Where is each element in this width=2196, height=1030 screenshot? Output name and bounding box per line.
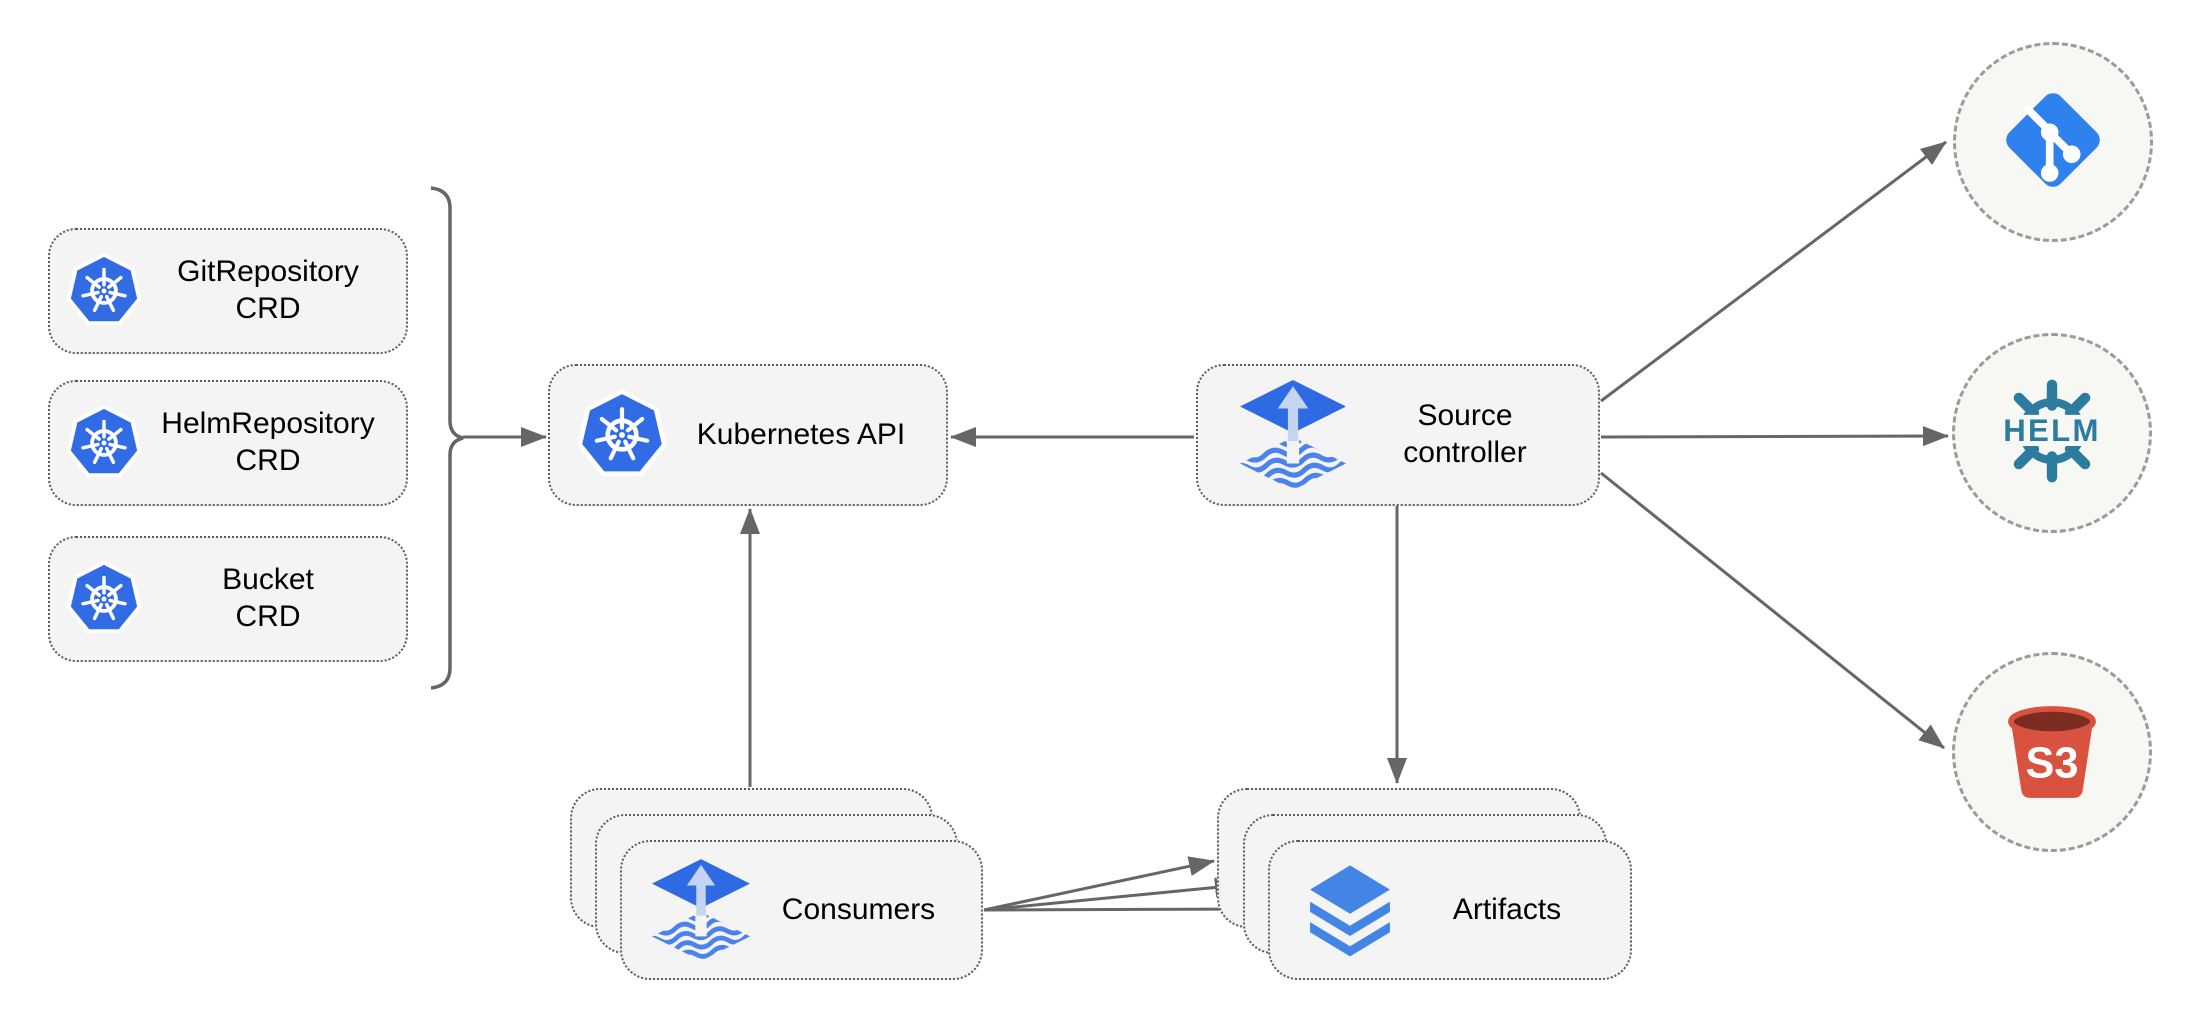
kubernetes-api-label: Kubernetes API (696, 417, 906, 451)
kubernetes-api-box: Kubernetes API (548, 364, 948, 506)
s3-wordmark: S3 (2026, 739, 2079, 787)
kubernetes-icon (64, 559, 144, 639)
arrow-source-to-git (1600, 140, 1947, 403)
gitrepository-crd-box: GitRepository CRD (48, 228, 408, 354)
arrow-source-to-s3 (1600, 471, 1945, 750)
arrow-consumers-to-artifacts-1 (983, 856, 1215, 912)
crd-group-brace (430, 186, 464, 690)
crd-label: Bucket CRD (222, 563, 314, 633)
crd-label: GitRepository CRD (177, 255, 359, 325)
s3-source-circle: S3 (1952, 652, 2152, 852)
consumers-label: Consumers (781, 892, 936, 926)
layers-icon (1302, 858, 1398, 962)
helm-wordmark: HELM (2003, 412, 2100, 447)
git-icon (1998, 85, 2108, 200)
artifacts-box: Artifacts (1268, 840, 1632, 980)
arrow-consumers-to-artifacts-2 (983, 877, 1241, 912)
helm-icon: HELM (1993, 371, 2111, 496)
kubernetes-icon (574, 387, 670, 483)
consumers-box: Consumers (620, 840, 983, 980)
crd-label: HelmRepository CRD (161, 407, 375, 477)
helm-source-circle: HELM (1952, 333, 2152, 533)
git-source-circle (1953, 42, 2153, 242)
flux-source-icon (1240, 380, 1346, 490)
bucket-crd-box: Bucket CRD (48, 536, 408, 662)
helmrepository-crd-box: HelmRepository CRD (48, 380, 408, 506)
kubernetes-icon (64, 251, 144, 331)
source-controller-label: Source controller (1403, 399, 1527, 469)
source-controller-box: Source controller (1196, 364, 1600, 506)
arrow-source-to-helm (1600, 426, 1949, 447)
flux-source-icon (652, 859, 750, 961)
artifacts-label: Artifacts (1452, 892, 1562, 926)
s3-bucket-icon: S3 (1995, 693, 2109, 812)
kubernetes-icon (64, 403, 144, 483)
